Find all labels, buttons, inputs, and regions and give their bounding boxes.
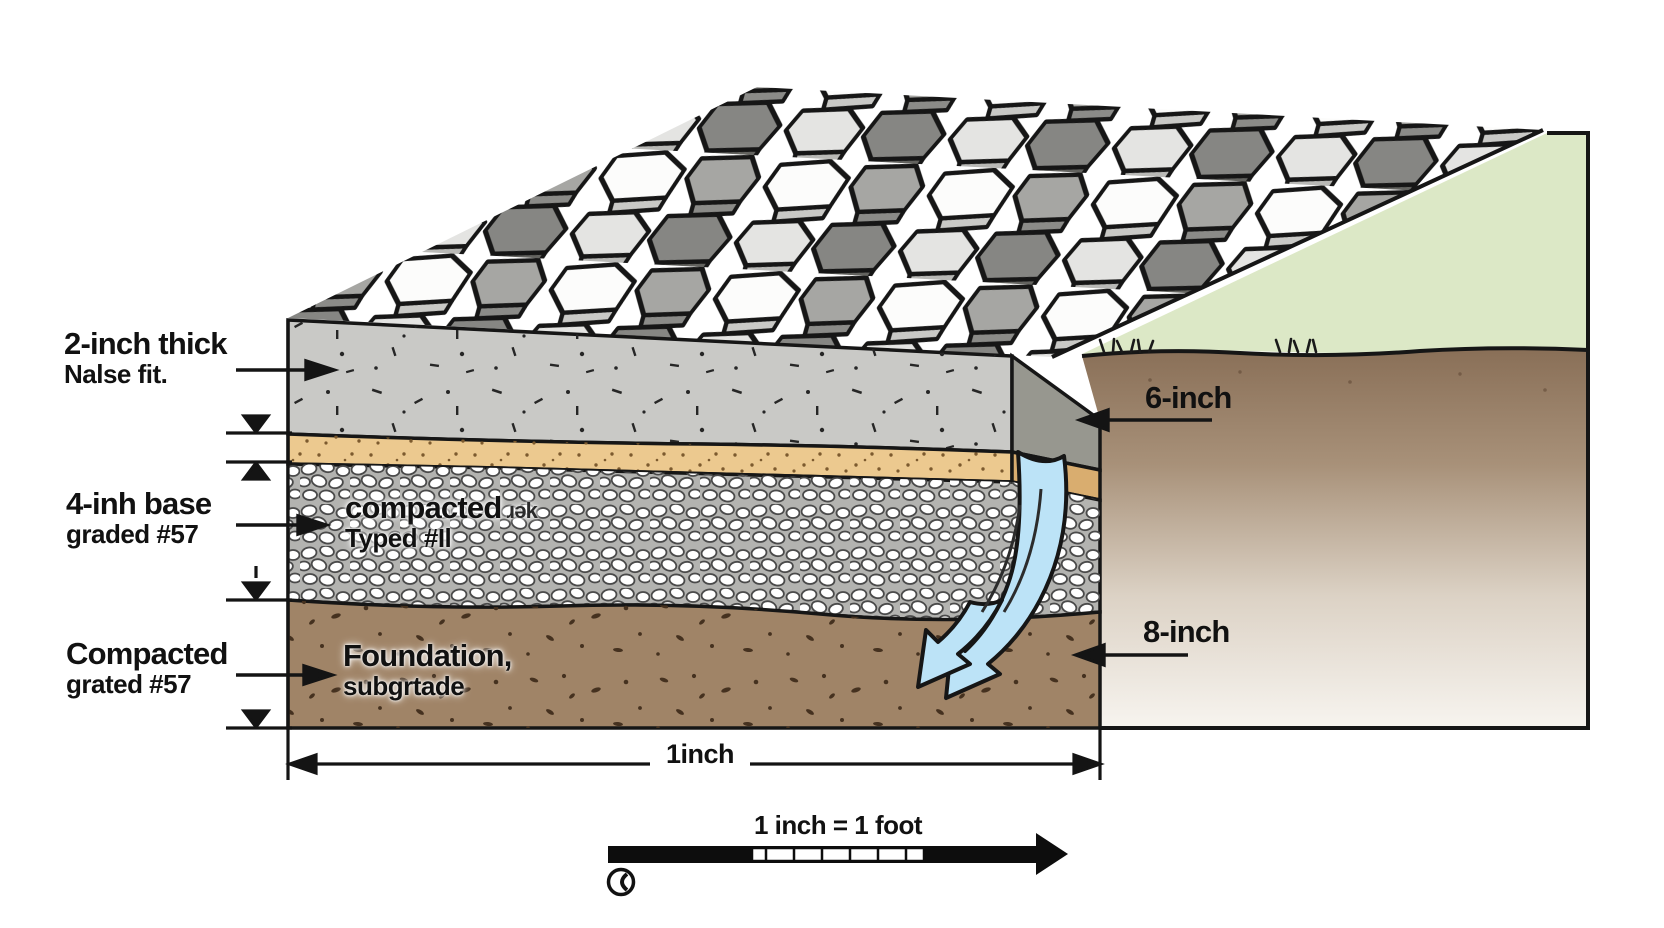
label-base-course-subtitle: graded #57 — [66, 518, 199, 549]
label-compacted-course: Compacted grated #57 — [66, 636, 228, 699]
arrow-right-icon — [304, 358, 340, 382]
arrow-left-icon — [285, 752, 318, 776]
label-compacted-course-subtitle: grated #57 — [66, 668, 192, 699]
label-base-course: 4-inh base graded #57 — [66, 486, 212, 549]
label-surface-course-subtitle: Nalse fit. — [64, 358, 168, 389]
gravel-base-layer — [286, 462, 1102, 622]
concrete-layer — [286, 318, 1102, 473]
concrete-side-face — [1010, 352, 1102, 473]
label-surface-course: 2-inch thick Nalse fit. — [64, 326, 227, 389]
arrow-left-icon — [1074, 407, 1110, 433]
scale-bar-arrowhead-icon — [1036, 833, 1068, 875]
arrow-right-icon — [302, 663, 338, 687]
label-depth-6inch: 6-inch — [1145, 380, 1232, 415]
label-surface-course-title: 2-inch thick — [64, 326, 227, 361]
frame-border — [1100, 131, 1590, 730]
label-scale: 1 inch = 1 foot — [754, 810, 923, 840]
label-base-course-title: 4-inh base — [66, 486, 212, 521]
soil-area — [1081, 131, 1590, 730]
tick-arrow-up-icon — [240, 460, 272, 481]
circle-mark-icon — [606, 867, 636, 897]
left-depth-ticks — [226, 320, 292, 780]
label-gravel-inline-subtitle: Typed #Il — [345, 522, 452, 553]
water-flow-arrows — [916, 450, 1069, 700]
label-compacted-course-title: Compacted — [66, 636, 228, 671]
scale-bar — [606, 833, 1068, 897]
label-foundation-inline-title: Foundation, — [343, 638, 512, 673]
label-foundation-inline: Foundation, subgrtade — [343, 638, 512, 701]
tick-arrow-down-icon — [240, 414, 272, 435]
soil-speckles — [1148, 370, 1547, 392]
paver-stone-surface — [288, 87, 1544, 359]
label-gravel-inline-title: compacted — [345, 490, 502, 525]
subgrade-layer — [286, 598, 1102, 730]
tick-arrow-down-icon — [240, 709, 272, 730]
leader-arrows — [236, 358, 1212, 687]
tick-arrow-down-icon — [240, 581, 272, 602]
width-dimension — [285, 728, 1105, 780]
label-width-dimension: 1inch — [666, 739, 735, 769]
grass-tuft-icon — [1098, 337, 1318, 354]
label-gravel-inline-suffix: ɹək — [506, 498, 538, 523]
arrow-right-icon — [296, 513, 332, 537]
arrow-left-icon — [1070, 642, 1106, 668]
grass-area — [1082, 133, 1588, 354]
label-foundation-inline-subtitle: subgrtade — [343, 670, 465, 701]
arrow-right-icon — [1072, 752, 1105, 776]
label-depth-8inch: 8-inch — [1143, 614, 1230, 649]
